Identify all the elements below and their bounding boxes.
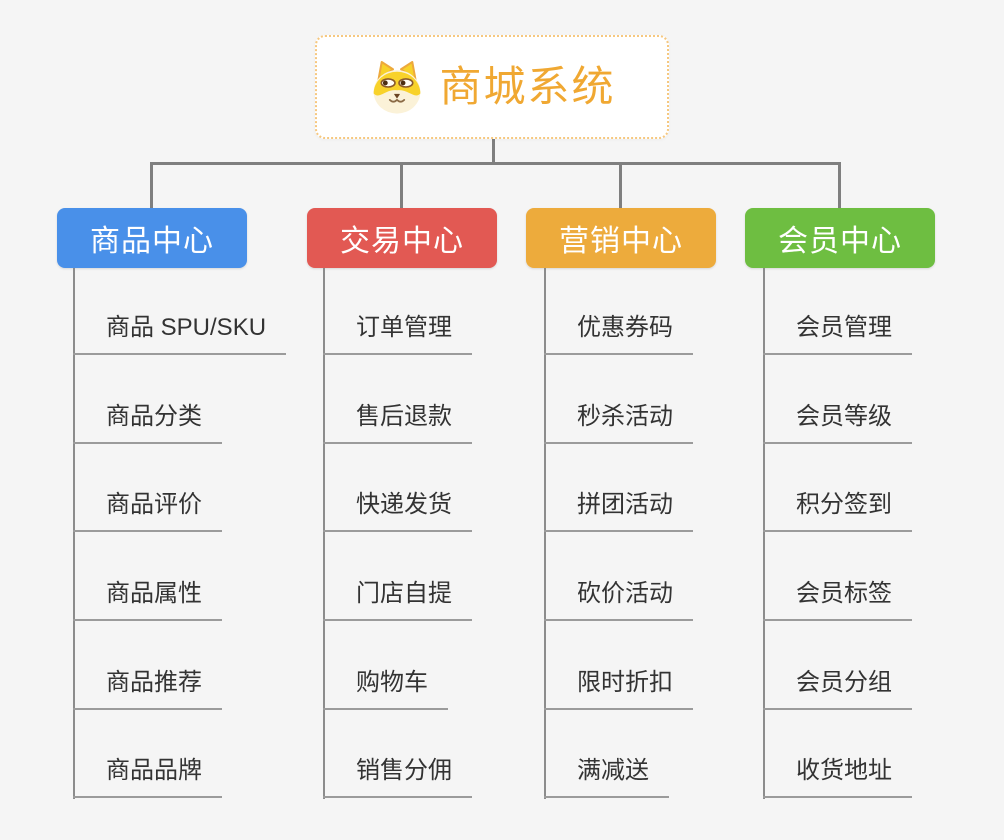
leaf-node[interactable]: 收货地址 — [763, 755, 912, 798]
leaf-label: 售后退款 — [323, 401, 472, 444]
leaf-label: 砍价活动 — [544, 578, 693, 621]
leaf-node[interactable]: 优惠券码 — [544, 312, 693, 355]
connector-trunk — [150, 162, 841, 165]
leaf-node[interactable]: 订单管理 — [323, 312, 472, 355]
leaf-node[interactable]: 商品推荐 — [73, 667, 222, 710]
leaf-node[interactable]: 满减送 — [544, 755, 669, 798]
leaf-node[interactable]: 砍价活动 — [544, 578, 693, 621]
branch-node-product-center[interactable]: 商品中心 — [57, 208, 247, 268]
leaf-label: 商品品牌 — [73, 755, 222, 798]
leaf-node[interactable]: 商品分类 — [73, 401, 222, 444]
leaf-node[interactable]: 门店自提 — [323, 578, 472, 621]
leaf-label: 限时折扣 — [544, 667, 693, 710]
leaf-node[interactable]: 快递发货 — [323, 489, 472, 532]
leaf-node[interactable]: 积分签到 — [763, 489, 912, 532]
branch-children-trade: 订单管理 售后退款 快递发货 门店自提 购物车 销售分佣 — [323, 268, 573, 803]
leaf-node[interactable]: 商品 SPU/SKU — [73, 312, 287, 355]
leaf-label: 商品评价 — [73, 489, 222, 532]
connector-drop-member — [838, 162, 841, 208]
leaf-label: 会员管理 — [763, 312, 912, 355]
leaf-label: 满减送 — [544, 755, 669, 798]
leaf-label: 商品 SPU/SKU — [73, 312, 287, 355]
leaf-label: 商品属性 — [73, 578, 222, 621]
leaf-node[interactable]: 会员分组 — [763, 667, 912, 710]
leaf-label: 会员分组 — [763, 667, 912, 710]
leaf-node[interactable]: 会员标签 — [763, 578, 912, 621]
leaf-node[interactable]: 商品评价 — [73, 489, 222, 532]
leaf-node[interactable]: 会员等级 — [763, 401, 912, 444]
leaf-node[interactable]: 售后退款 — [323, 401, 472, 444]
leaf-label: 购物车 — [323, 667, 448, 710]
branch-children-product: 商品 SPU/SKU 商品分类 商品评价 商品属性 商品推荐 商品品牌 — [73, 268, 323, 803]
leaf-label: 会员等级 — [763, 401, 912, 444]
leaf-node[interactable]: 商品品牌 — [73, 755, 222, 798]
leaf-label: 会员标签 — [763, 578, 912, 621]
leaf-node[interactable]: 限时折扣 — [544, 667, 693, 710]
root-title: 商城系统 — [439, 63, 616, 110]
branch-node-marketing-center[interactable]: 营销中心 — [526, 208, 716, 268]
connector-drop-product — [150, 162, 153, 208]
connector-root-stem — [492, 139, 495, 164]
branch-children-member: 会员管理 会员等级 积分签到 会员标签 会员分组 收货地址 — [763, 268, 1004, 803]
connector-drop-marketing — [619, 162, 622, 208]
leaf-node[interactable]: 销售分佣 — [323, 755, 472, 798]
leaf-label: 快递发货 — [323, 489, 472, 532]
leaf-node[interactable]: 拼团活动 — [544, 489, 693, 532]
leaf-label: 商品分类 — [73, 401, 222, 444]
leaf-label: 积分签到 — [763, 489, 912, 532]
branch-children-marketing: 优惠券码 秒杀活动 拼团活动 砍价活动 限时折扣 满减送 — [544, 268, 794, 803]
leaf-node[interactable]: 秒杀活动 — [544, 401, 693, 444]
leaf-label: 秒杀活动 — [544, 401, 693, 444]
connector-drop-trade — [400, 162, 403, 208]
connector-branch-vline — [73, 268, 75, 799]
branch-node-trade-center[interactable]: 交易中心 — [307, 208, 497, 268]
connector-branch-vline — [763, 268, 765, 799]
root-node[interactable]: 商城系统 — [315, 35, 669, 139]
leaf-label: 收货地址 — [763, 755, 912, 798]
branch-node-member-center[interactable]: 会员中心 — [745, 208, 935, 268]
connector-branch-vline — [544, 268, 546, 799]
leaf-label: 优惠券码 — [544, 312, 693, 355]
leaf-node[interactable]: 会员管理 — [763, 312, 912, 355]
leaf-label: 拼团活动 — [544, 489, 693, 532]
doge-icon — [368, 58, 426, 116]
leaf-label: 门店自提 — [323, 578, 472, 621]
leaf-label: 订单管理 — [323, 312, 472, 355]
leaf-node[interactable]: 购物车 — [323, 667, 448, 710]
leaf-label: 商品推荐 — [73, 667, 222, 710]
leaf-label: 销售分佣 — [323, 755, 472, 798]
leaf-node[interactable]: 商品属性 — [73, 578, 222, 621]
connector-branch-vline — [323, 268, 325, 799]
